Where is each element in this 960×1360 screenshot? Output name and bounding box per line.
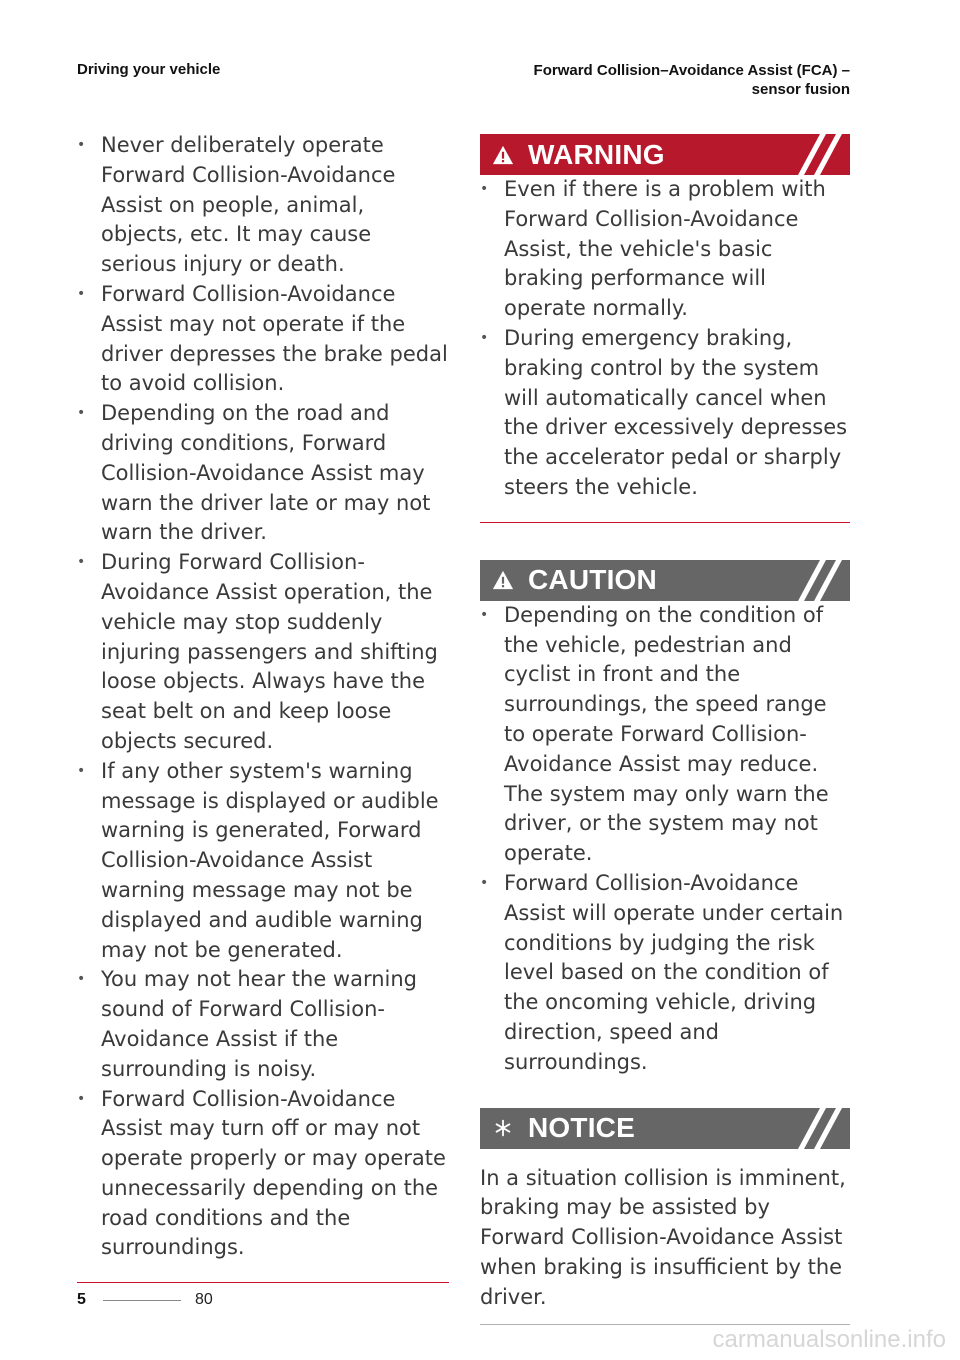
running-header-topic: Forward Collision–Avoidance Assist (FCA)… xyxy=(490,61,850,99)
page-footer: 5 80 xyxy=(77,1291,213,1309)
notice-banner: NOTICE xyxy=(480,1107,850,1149)
right-column: WARNING Even if there is a problem with … xyxy=(480,134,850,1325)
list-item: Depending on the road and driving condit… xyxy=(77,399,449,548)
notice-text: In a situation collision is imminent, br… xyxy=(480,1165,846,1309)
header-topic-line2: sensor fusion xyxy=(751,81,850,98)
warning-banner: WARNING xyxy=(480,134,850,175)
list-item: You may not hear the warning sound of Fo… xyxy=(77,965,449,1084)
notice-end-rule xyxy=(480,1323,850,1325)
page-number: 80 xyxy=(195,1291,213,1308)
header-topic-line1: Forward Collision–Avoidance Assist (FCA)… xyxy=(533,62,850,79)
asterisk-icon xyxy=(495,1119,511,1137)
list-item: Forward Collision-Avoidance Assist may n… xyxy=(77,280,449,399)
list-item: Forward Collision-Avoidance Assist will … xyxy=(480,869,850,1078)
slash-decoration-icon xyxy=(798,134,842,175)
list-item: If any other system's warning message is… xyxy=(77,757,449,966)
left-bullet-list: Never deliberately operate Forward Colli… xyxy=(77,131,449,1263)
caution-banner: CAUTION xyxy=(480,559,850,601)
warning-list: Even if there is a problem with Forward … xyxy=(480,175,850,503)
footer-rule xyxy=(103,1299,181,1301)
warning-title: WARNING xyxy=(528,138,665,170)
watermark: carmanualsonline.info xyxy=(712,1326,946,1353)
chapter-number: 5 xyxy=(77,1291,86,1308)
warning-triangle-icon xyxy=(492,571,514,590)
section-divider xyxy=(77,1282,449,1284)
warning-end-rule xyxy=(480,521,850,523)
list-item: Even if there is a problem with Forward … xyxy=(480,175,850,324)
list-item: Depending on the condition of the vehicl… xyxy=(480,601,850,869)
slash-decoration-icon xyxy=(798,559,842,601)
notice-title: NOTICE xyxy=(528,1112,635,1144)
list-item: During Forward Collision-Avoidance Assis… xyxy=(77,548,449,757)
caution-list: Depending on the condition of the vehicl… xyxy=(480,601,850,1078)
left-column: Never deliberately operate Forward Colli… xyxy=(77,131,449,1284)
list-item: Forward Collision-Avoidance Assist may t… xyxy=(77,1085,449,1264)
slash-decoration-icon xyxy=(798,1107,842,1149)
list-item: Never deliberately operate Forward Colli… xyxy=(77,131,449,280)
list-item: During emergency braking, braking contro… xyxy=(480,324,850,503)
warning-triangle-icon xyxy=(492,145,514,164)
running-header-section: Driving your vehicle xyxy=(77,61,221,78)
caution-title: CAUTION xyxy=(528,564,657,596)
